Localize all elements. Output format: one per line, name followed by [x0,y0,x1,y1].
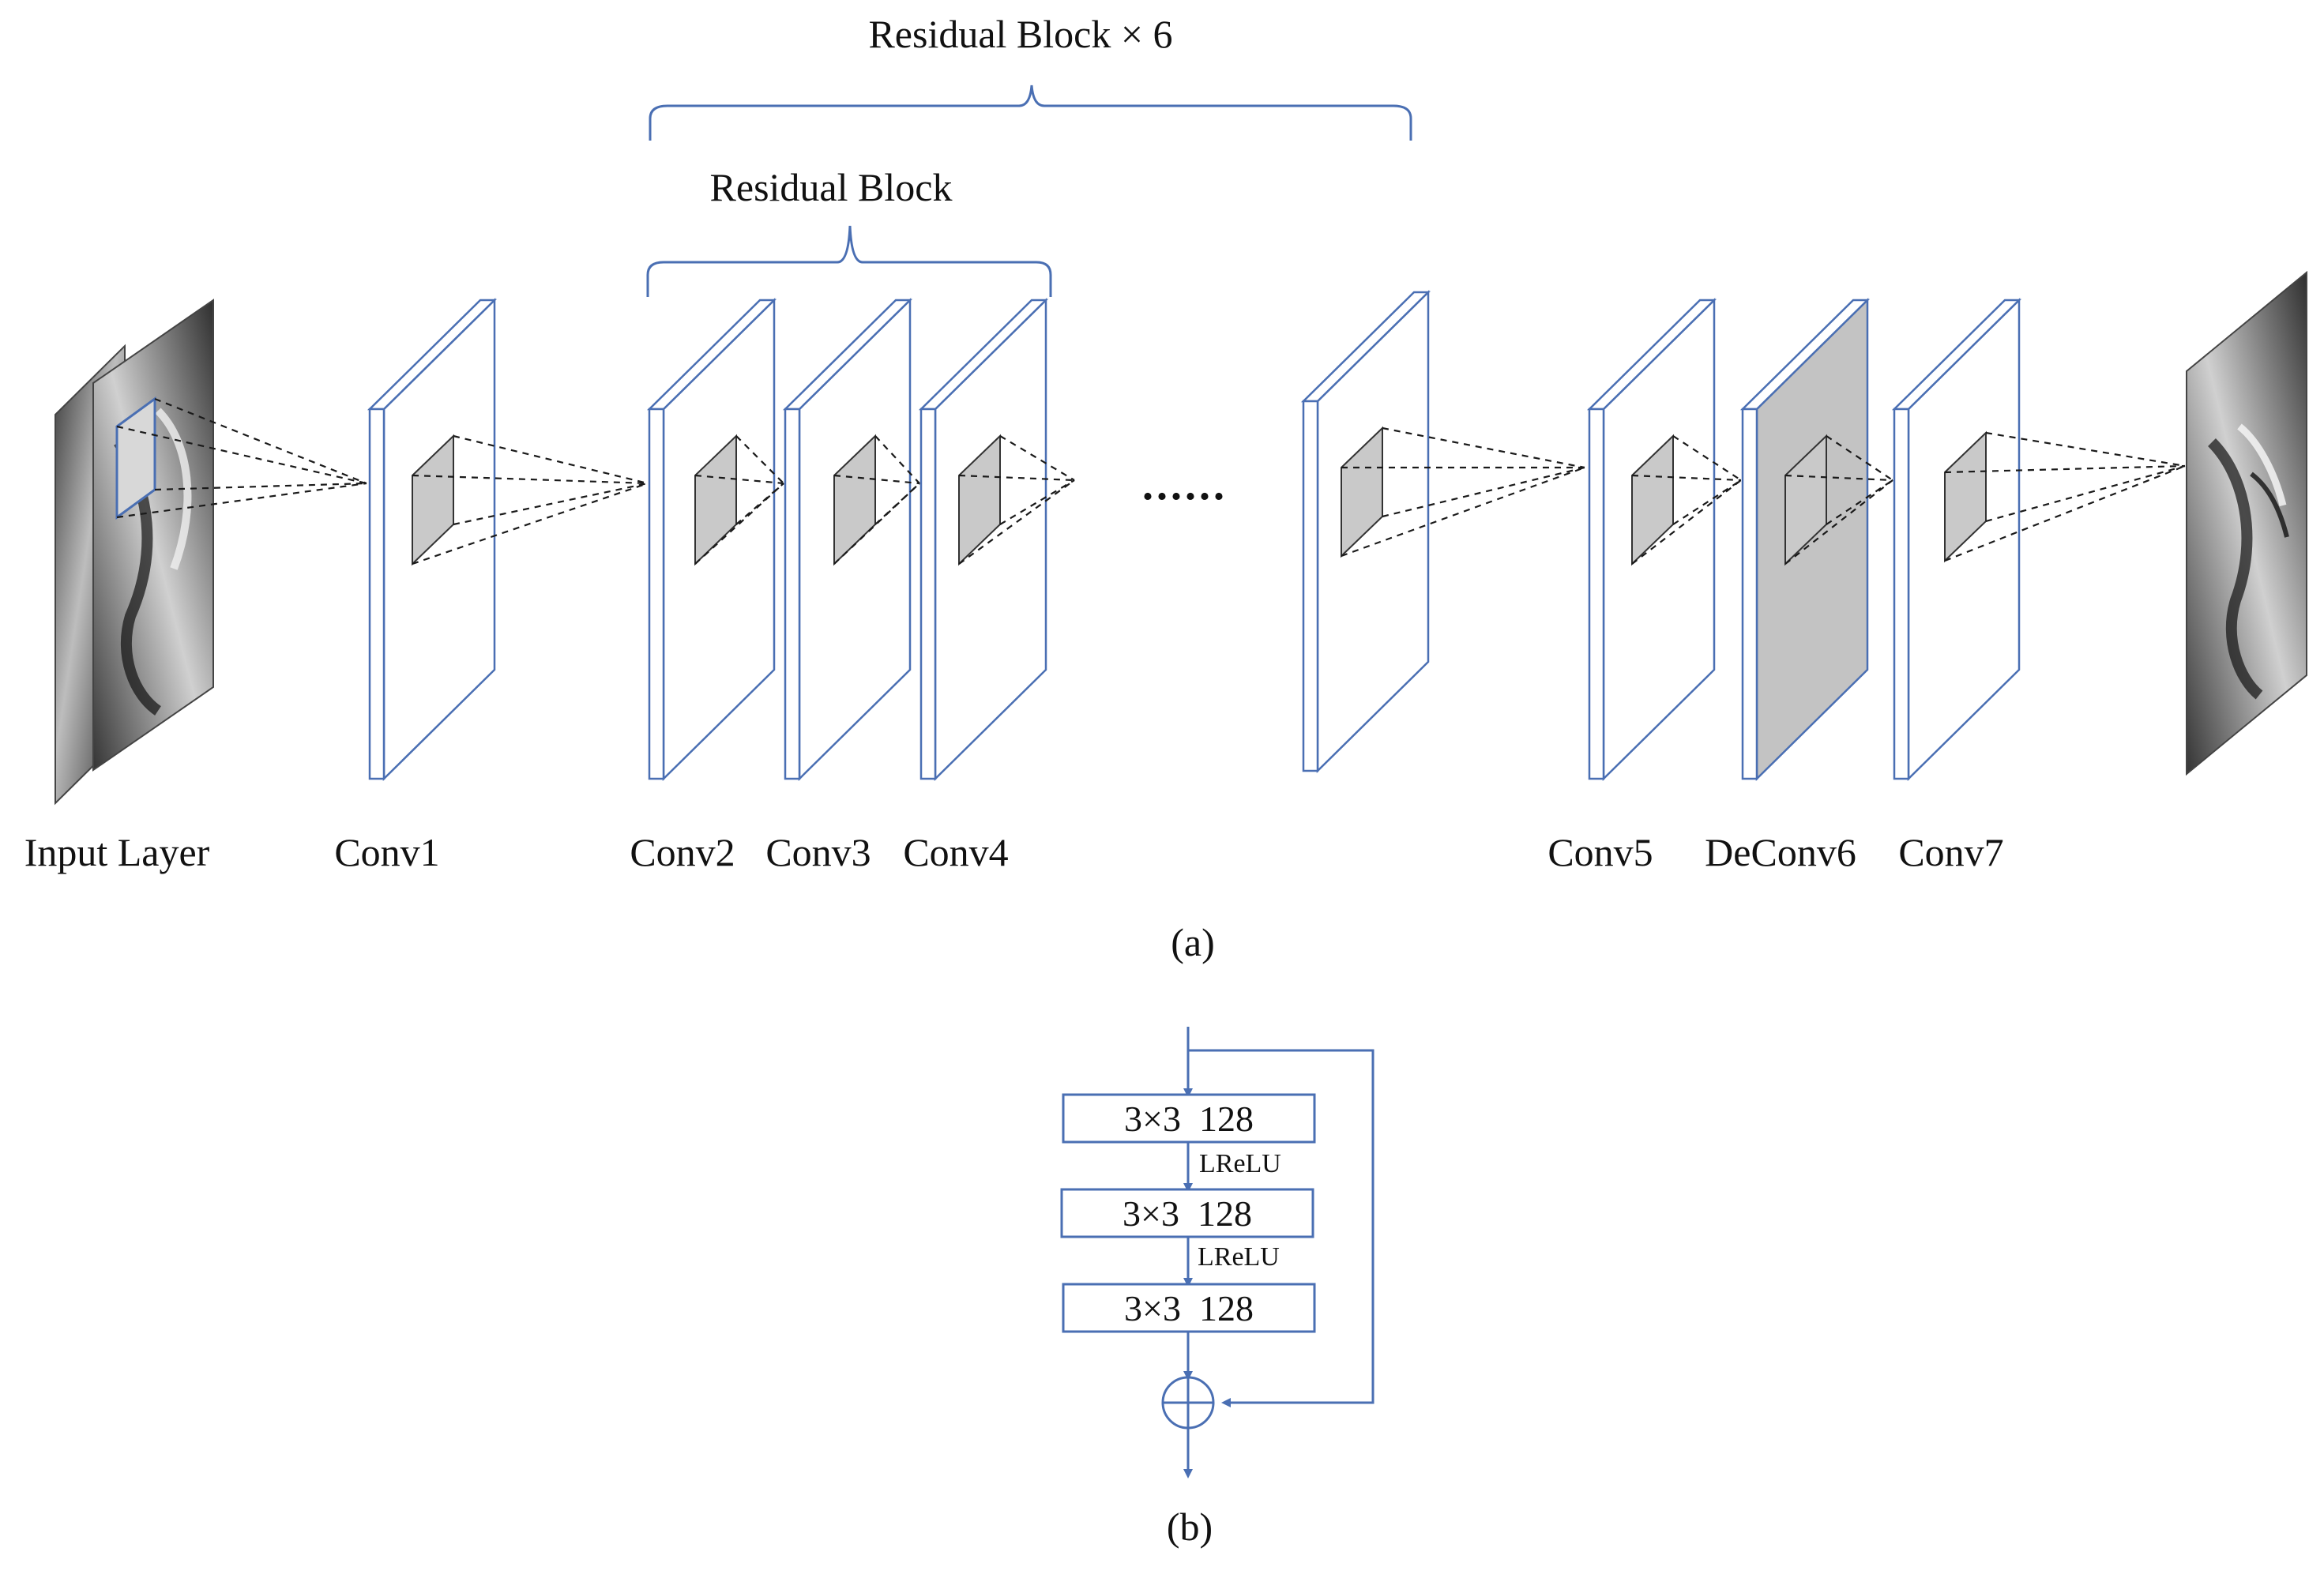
proj-conv7-3 [1944,464,2186,562]
layer-stack [367,290,2022,781]
layer-conv7-edge [1893,408,1910,780]
layer-conv7 [1891,298,2022,781]
proj-conv7-2 [1944,464,2186,474]
layer-deconv6-edge [1741,408,1758,780]
label-conv7: Conv7 [1898,830,2003,874]
layer-conv-extra [1300,290,1431,773]
outer-brace [649,85,1412,141]
label-conv2: Conv2 [630,830,735,874]
layer-conv1-edge [368,408,385,780]
proj-conv4-3 [958,479,1075,565]
label-conv4: Conv4 [903,830,1008,874]
panel-b: 3×3 128 LReLU 3×3 128 LReLU 3×3 128 (b) [1060,1027,1374,1549]
layer-conv1-face [382,298,496,781]
layer-conv4 [918,298,1049,781]
layer-conv2-edge [648,408,665,780]
sum-node [1161,1376,1215,1430]
layer-conv3-edge [784,408,801,780]
proj-conv-extra-3 [1341,466,1585,558]
layer-conv3 [782,298,913,781]
label-conv1: Conv1 [334,830,439,874]
panel-a: Residual Block × 6 Residual Block ......… [24,12,2307,964]
outer-brace-label: Residual Block × 6 [868,12,1172,56]
proj-conv3-2 [833,474,920,485]
inner-brace-label: Residual Block [710,165,953,209]
conv-box-3 [1062,1283,1316,1333]
input-image [55,299,214,806]
layer-conv-extra-edge [1302,400,1319,772]
caption-a: (a) [1171,920,1215,964]
activation-1: LReLU [1199,1149,1281,1178]
layer-conv4-edge [919,408,937,780]
conv-box-1-label: 3×3 128 [1124,1099,1254,1139]
proj-conv7-1 [1985,464,2186,523]
inner-brace [646,225,1052,297]
label-deconv6: DeConv6 [1705,830,1856,874]
proj-input-0 [154,397,367,485]
proj-conv1-3 [412,482,649,565]
proj-conv-extra-0 [1382,426,1585,469]
proj-conv1-1 [453,482,649,526]
conv-box-2-label: 3×3 128 [1123,1193,1252,1234]
proj-conv4-0 [999,435,1075,481]
layer-deconv6 [1739,298,1871,781]
layer-conv1 [367,298,498,781]
activation-2: LReLU [1198,1242,1280,1272]
layer-deconv6-face [1755,298,1869,781]
conv-box-3-label: 3×3 128 [1124,1288,1254,1328]
output-image [2186,270,2307,776]
label-conv3: Conv3 [765,830,871,874]
proj-conv4-2 [958,474,1075,482]
proj-conv4-1 [999,479,1075,525]
skip-connection [1188,1049,1374,1407]
proj-deconv6-0 [1826,435,1893,481]
proj-conv2-2 [694,474,784,485]
conv-box-1 [1062,1093,1316,1144]
layer-conv5-edge [1588,408,1605,780]
layer-conv5 [1586,298,1717,781]
proj-conv1-2 [412,474,649,485]
proj-conv1-0 [453,434,649,485]
layer-conv5-face [1602,298,1716,781]
layer-conv4-face [934,298,1047,781]
layer-conv2 [646,298,777,781]
layer-labels: Input Layer Conv1 Conv2 Conv3 Conv4 Conv5 DeCo… [24,830,2004,874]
ellipsis: ...... [1142,460,1228,509]
layer-conv-extra-face [1316,290,1430,773]
projection-lines [116,397,2186,565]
proj-conv5-1 [1672,479,1742,525]
proj-conv5-0 [1672,435,1742,481]
conv-box-2 [1060,1188,1314,1238]
proj-conv2-3 [694,483,784,565]
proj-input-2 [116,425,367,485]
proj-deconv6-1 [1826,479,1893,525]
label-conv5: Conv5 [1547,830,1653,874]
proj-conv3-3 [833,483,920,565]
proj-conv7-0 [1985,431,2186,468]
label-input: Input Layer [24,830,210,874]
caption-b: (b) [1167,1505,1213,1549]
proj-deconv6-2 [1784,474,1893,482]
